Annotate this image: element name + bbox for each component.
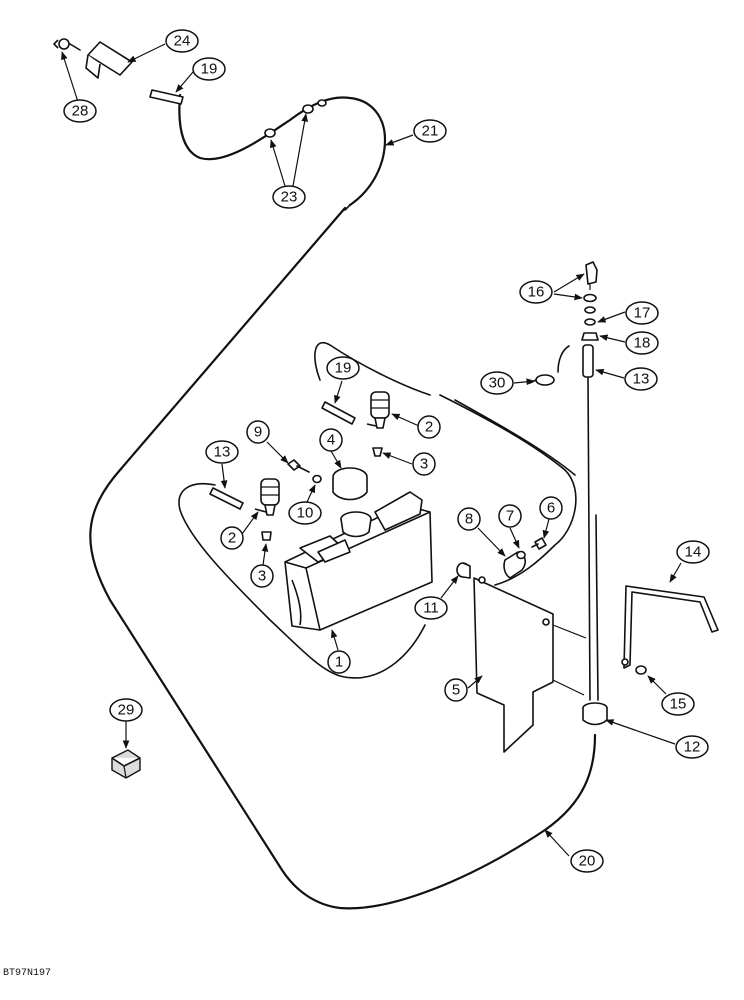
figure-code: BT97N197 (3, 968, 51, 979)
hose-inner-loop (178, 342, 577, 679)
svg-text:11: 11 (423, 600, 439, 617)
callout-21: 21 (413, 119, 447, 143)
strap-14 (621, 585, 719, 669)
mounting-plate-5 (473, 576, 587, 753)
svg-text:21: 21 (422, 123, 439, 140)
callouts: 24 19 28 21 23 16 17 18 13 30 19 2 9 4 3… (63, 29, 710, 873)
hose-20 (89, 206, 597, 910)
svg-text:4: 4 (327, 432, 335, 449)
callout-30: 30 (480, 371, 514, 395)
hose-19-top (149, 89, 184, 105)
svg-text:1: 1 (335, 654, 343, 671)
hose-19-mid (321, 401, 356, 425)
callout-4: 4 (319, 428, 343, 452)
callout-13-right: 13 (624, 367, 658, 391)
spacer-11 (456, 562, 471, 579)
callout-19-top: 19 (192, 57, 226, 81)
washer-10 (312, 474, 322, 484)
nozzle-16 (581, 261, 599, 341)
svg-text:14: 14 (685, 544, 702, 561)
svg-text:23: 23 (281, 189, 298, 206)
grommet-3-lower (261, 531, 272, 541)
callout-10: 10 (288, 501, 322, 525)
leader-lines (61, 43, 682, 857)
svg-text:15: 15 (670, 696, 687, 713)
washer-reservoir (284, 504, 433, 631)
svg-text:6: 6 (547, 500, 555, 517)
callout-3-upper: 3 (412, 452, 436, 476)
svg-text:17: 17 (634, 305, 651, 322)
pump-2-upper (366, 391, 390, 429)
svg-text:7: 7 (506, 508, 514, 525)
reservoir-cap-4 (332, 467, 372, 538)
callout-14: 14 (676, 540, 710, 564)
reservoir-bracket (317, 491, 423, 563)
svg-text:8: 8 (465, 511, 473, 528)
svg-text:28: 28 (72, 103, 89, 120)
callout-3-lower: 3 (250, 564, 274, 588)
svg-text:2: 2 (425, 419, 433, 436)
svg-text:24: 24 (174, 33, 191, 50)
callout-16: 16 (519, 280, 553, 304)
callout-18: 18 (625, 331, 659, 355)
svg-text:3: 3 (258, 568, 266, 585)
svg-text:13: 13 (214, 444, 231, 461)
callout-1: 1 (327, 650, 351, 674)
svg-text:2: 2 (228, 530, 236, 547)
callout-8: 8 (457, 507, 481, 531)
svg-text:5: 5 (452, 682, 460, 699)
connector-29 (111, 749, 141, 779)
clip-30 (529, 374, 555, 386)
callout-11: 11 (414, 596, 448, 620)
svg-text:19: 19 (201, 61, 218, 78)
svg-text:3: 3 (420, 456, 428, 473)
callout-13-left: 13 (205, 440, 239, 464)
callout-17: 17 (625, 301, 659, 325)
svg-text:29: 29 (118, 702, 135, 719)
svg-text:20: 20 (579, 853, 596, 870)
svg-text:16: 16 (528, 284, 545, 301)
callout-7: 7 (498, 504, 522, 528)
callout-23: 23 (272, 185, 306, 209)
hose-21 (178, 93, 387, 211)
svg-text:18: 18 (634, 335, 651, 352)
callout-12: 12 (675, 735, 709, 759)
svg-text:13: 13 (633, 371, 650, 388)
fitting-28 (53, 38, 81, 51)
svg-text:30: 30 (489, 375, 506, 392)
callout-28: 28 (63, 99, 97, 123)
bolt-6 (531, 537, 547, 550)
svg-text:19: 19 (335, 360, 352, 377)
connectors-23 (264, 99, 327, 138)
tube-13-vertical (557, 344, 599, 701)
svg-text:10: 10 (297, 505, 314, 522)
grommet-3-upper (372, 447, 383, 457)
callout-6: 6 (539, 496, 563, 520)
nut-7 (516, 550, 526, 560)
callout-9: 9 (246, 420, 270, 444)
callout-29: 29 (109, 698, 143, 722)
bolt-9 (287, 459, 310, 473)
svg-text:9: 9 (254, 424, 262, 441)
pump-2-lower (254, 478, 280, 516)
callout-2-lower: 2 (220, 526, 244, 550)
callout-5: 5 (444, 678, 468, 702)
callout-20: 20 (570, 849, 604, 873)
svg-text:12: 12 (684, 739, 701, 756)
callout-15: 15 (661, 692, 695, 716)
callout-24: 24 (165, 29, 199, 53)
clamp-12 (582, 702, 608, 726)
nut-15 (635, 665, 647, 675)
bracket-24 (85, 41, 133, 79)
callout-2-upper: 2 (417, 415, 441, 439)
hose-13-short (209, 487, 244, 510)
callout-19-mid: 19 (326, 356, 360, 380)
